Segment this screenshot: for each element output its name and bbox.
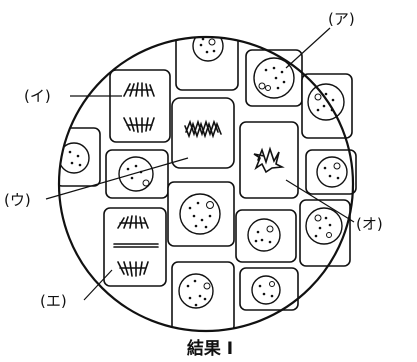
nucleus-interphase-left — [119, 157, 153, 191]
nucleus-interphase-right-lower — [306, 208, 342, 244]
nucleus-interphase-center-right — [248, 219, 280, 251]
leader-line-a — [286, 28, 330, 68]
nucleus-interphase-bottom-right — [252, 276, 280, 304]
nucleus-interphase-right-top — [308, 84, 344, 120]
label-o: (オ) — [356, 215, 383, 233]
nucleus-interphase-a — [254, 58, 294, 98]
label-a: (ア) — [328, 10, 355, 28]
label-e: (エ) — [40, 292, 67, 310]
figure-caption: 結果 I — [187, 338, 233, 359]
nucleus-top-partial — [193, 31, 223, 61]
nucleus-interphase-middle — [180, 194, 220, 234]
nucleus-bottom-partial — [179, 274, 213, 308]
label-i: (イ) — [24, 87, 51, 105]
cell-anaphase-i — [110, 70, 170, 142]
cell-prophase-o — [240, 122, 298, 198]
nucleus-interphase-right-middle — [317, 157, 347, 187]
label-u: (ウ) — [4, 191, 31, 209]
